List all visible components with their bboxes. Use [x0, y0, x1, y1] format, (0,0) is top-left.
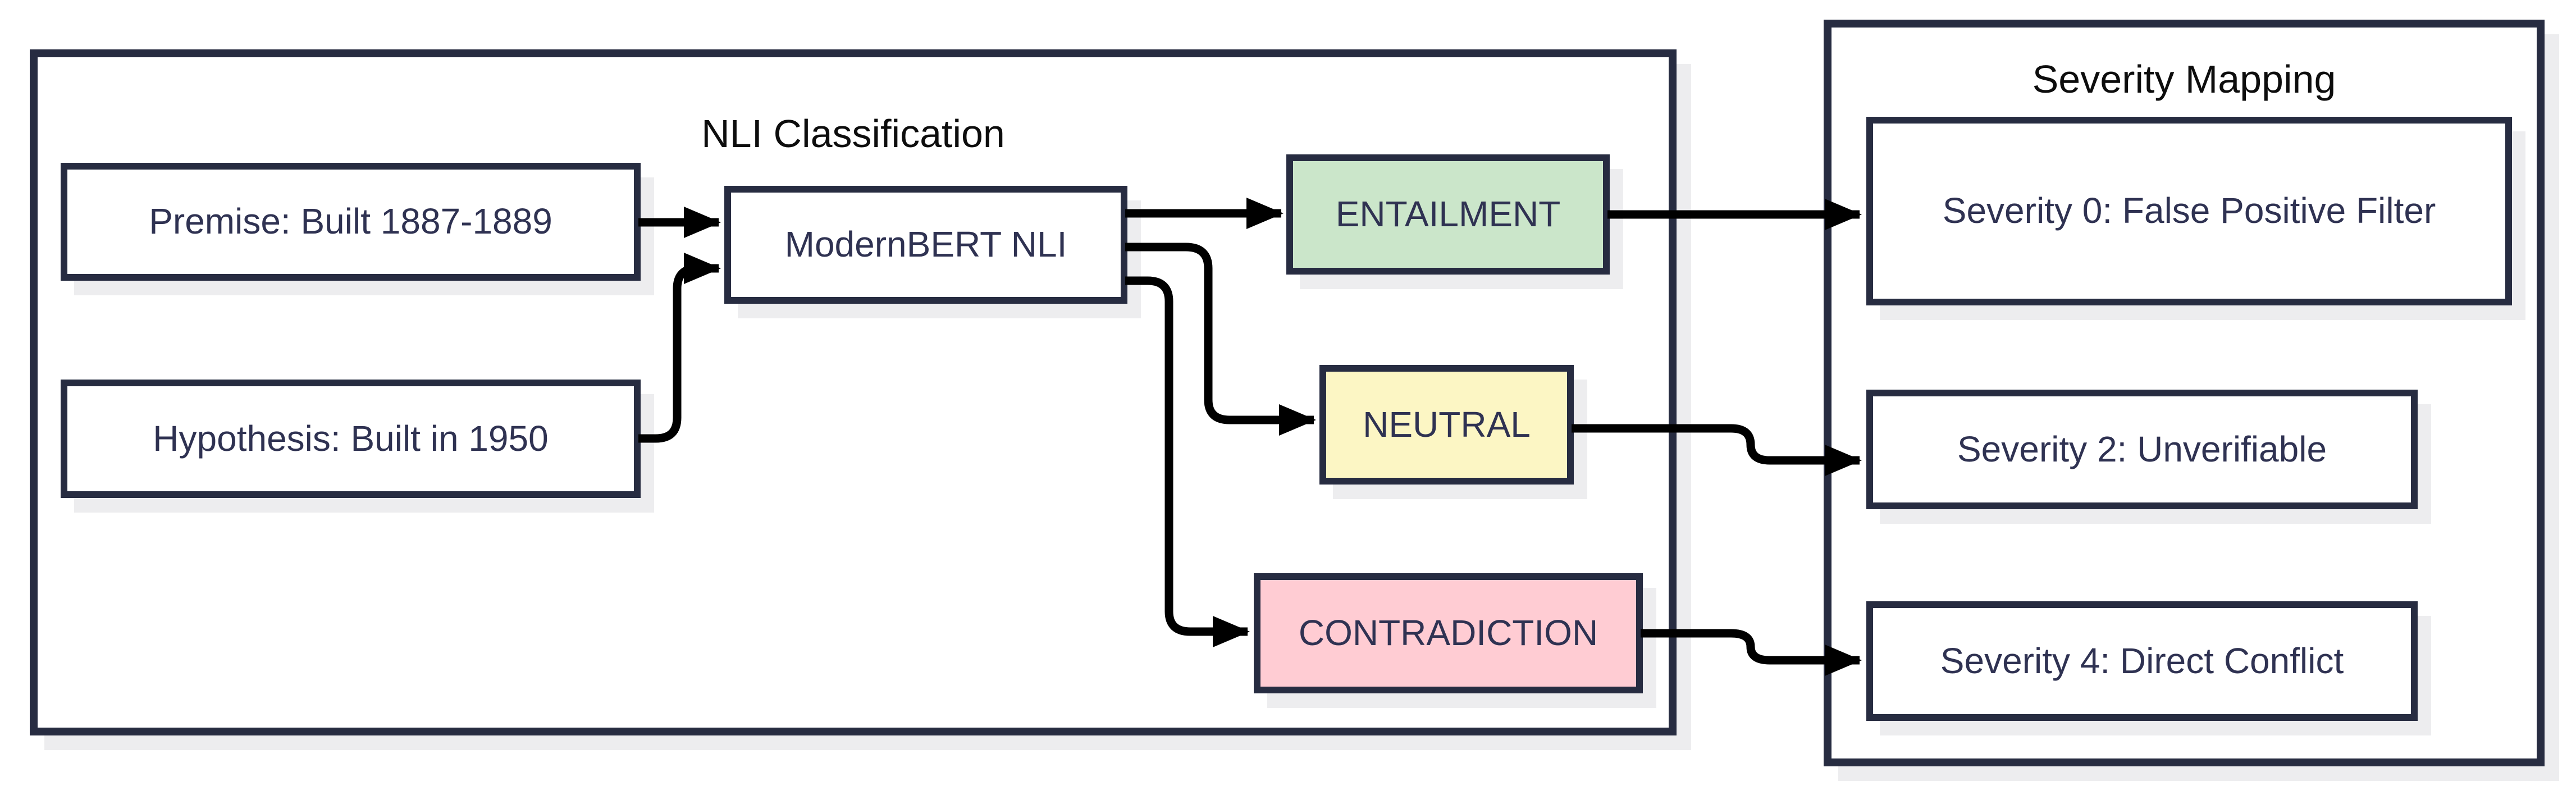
edge-neutral-to-severity2: [1572, 424, 1862, 476]
node-neutral-label: NEUTRAL: [1363, 404, 1531, 445]
node-severity-0-false-positive-filter: Severity 0: False Positive Filter: [1866, 117, 2512, 305]
node-severity-2-label: Severity 2: Unverifiable: [1957, 428, 2327, 469]
node-hypothesis-label: Hypothesis: Built in 1950: [153, 418, 549, 459]
edge-modernbert-to-contradiction: [1125, 276, 1250, 647]
node-modernbert-nli-label: ModernBERT NLI: [784, 224, 1067, 265]
node-severity-4-label: Severity 4: Direct Conflict: [1940, 640, 2344, 681]
node-neutral: NEUTRAL: [1319, 365, 1574, 485]
node-modernbert-nli: ModernBERT NLI: [724, 186, 1127, 304]
node-severity-4-direct-conflict: Severity 4: Direct Conflict: [1866, 601, 2418, 721]
container-nli-title: NLI Classification: [701, 112, 1005, 156]
node-severity-0-label: Severity 0: False Positive Filter: [1942, 190, 2436, 231]
node-contradiction: CONTRADICTION: [1254, 573, 1643, 693]
edge-contradiction-to-severity4: [1641, 629, 1862, 676]
edge-hypothesis-to-modernbert: [638, 253, 721, 443]
node-premise-label: Premise: Built 1887-1889: [149, 201, 552, 242]
node-entailment-label: ENTAILMENT: [1335, 194, 1561, 235]
node-severity-2-unverifiable: Severity 2: Unverifiable: [1866, 390, 2418, 509]
node-entailment: ENTAILMENT: [1286, 154, 1610, 275]
edge-modernbert-to-neutral: [1125, 243, 1316, 436]
node-premise: Premise: Built 1887-1889: [61, 163, 641, 281]
node-hypothesis: Hypothesis: Built in 1950: [61, 380, 641, 498]
container-severity-title: Severity Mapping: [2032, 57, 2336, 101]
node-contradiction-label: CONTRADICTION: [1298, 613, 1598, 654]
